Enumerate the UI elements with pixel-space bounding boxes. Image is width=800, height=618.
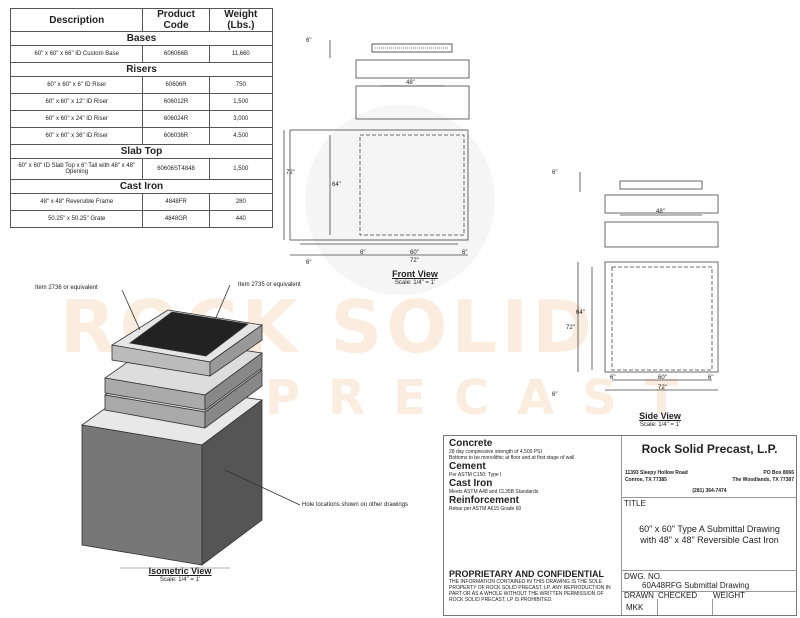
dim-label: 6" [610,375,616,381]
company-phone: (281) 364-7474 [692,488,727,494]
drawn-by: MKK [626,603,644,612]
title-label: TITLE [624,499,646,508]
dim-label: 64" [576,310,585,316]
dim-label: 6" [708,375,714,381]
side-view-drawing [577,172,719,391]
dim-label: 6" [552,392,558,398]
side-view-scale: Scale: 1/4" = 1' [639,422,681,428]
note-heading: Concrete [449,438,493,449]
note-line: Rebar per ASTM A615 Grade 60 [449,506,522,512]
proprietary-notice: PROPRIETARY AND CONFIDENTIAL THE INFORMA… [449,569,619,604]
watermark-logo-sub: PRECAST [265,370,706,426]
table-row: 60" x 60" ID Slab Top x 6" Tall with 48"… [9,158,274,180]
dim-label: 72" [286,170,295,176]
callout-item-2735: Item 2735 or equivalent [238,282,301,288]
dim-label: 72" [566,325,575,331]
note-heading: Cement [449,461,486,472]
dim-label: 64" [332,182,341,188]
dim-label: 6" [306,38,312,44]
note-line: 28 day compressive strength of 4,500 PSI [449,449,542,455]
proprietary-text: THE INFORMATION CONTAINED IN THIS DRAWIN… [449,579,611,603]
dim-label: 6" [462,250,468,256]
iso-view-title: Isometric View [148,566,212,576]
dim-label: 60" [658,375,667,381]
proprietary-heading: PROPRIETARY AND CONFIDENTIAL [449,569,605,579]
dim-label: 72" [410,258,419,264]
table-cell: 440 [208,210,274,228]
watermark-emblem [305,105,495,295]
front-view-title: Front View [392,269,438,279]
dwg-no-label: DWG. NO. [624,572,663,581]
front-view-scale: Scale: 1/4" = 1' [394,280,436,286]
dim-label: 72" [658,385,667,391]
dim-label: 6" [552,170,558,176]
table-cell: 50.25" x 50.25" Grate [9,210,144,228]
callout-item-2736: Item 2736 or equivalent [35,285,98,291]
isometric-drawing [80,284,301,569]
company-block: Rock Solid Precast, L.P. 11393 Sleepy Ho… [621,436,797,615]
side-view-title: Side View [639,411,681,421]
dim-label: 48" [406,80,415,86]
dim-label: 6" [306,260,312,266]
table-cell: 4848GR [142,210,210,228]
note-line: Meets ASTM A48 and CL35B Standards [449,489,539,495]
dwg-no: 60A48RFG Submittal Drawing [642,581,750,590]
note-heading: Reinforcement [449,495,520,506]
note-line: Bottoms to be monolithic at floor and at… [449,455,575,461]
company-name: Rock Solid Precast, L.P. [641,442,778,456]
note-line: Per ASTM C150: Type I [449,472,502,478]
front-view-drawing [283,40,470,256]
callout-hole-locations: Hole locations shown on other drawings [302,502,409,508]
weight-label: WEIGHT [713,591,745,600]
drawn-label: DRAWN [624,591,654,600]
dim-label: 48" [656,209,665,215]
dim-label: 6" [360,250,366,256]
checked-label: CHECKED [658,591,698,600]
dim-label: 60" [410,250,419,256]
note-heading: Cast Iron [449,478,493,489]
iso-view-scale: Scale: 1/4" = 1' [159,577,201,583]
